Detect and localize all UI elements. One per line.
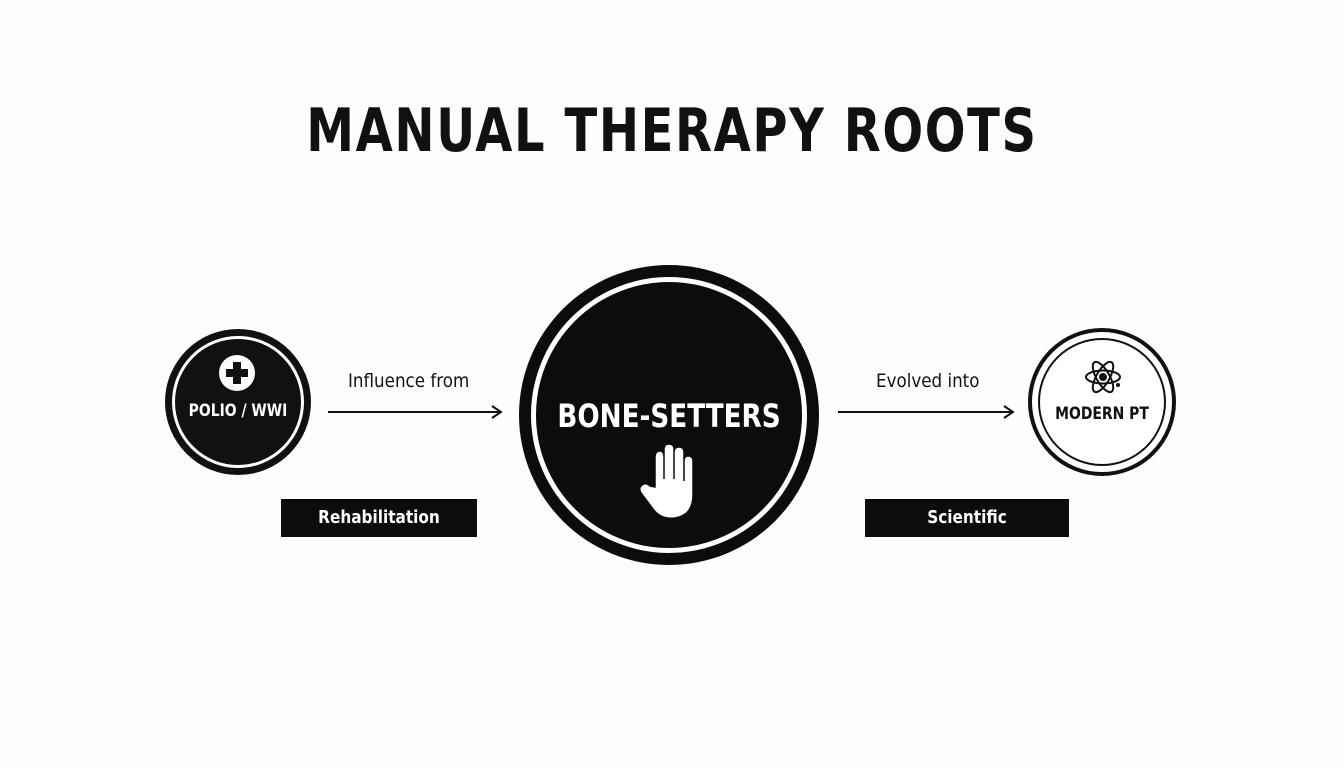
node-polio-wwi: POLIO / WWI bbox=[165, 329, 311, 475]
atom-icon bbox=[1085, 360, 1121, 394]
arrow-right-icon bbox=[328, 405, 503, 419]
node-bone-setters: BONE-SETTERS bbox=[519, 265, 819, 565]
arrow-right-icon bbox=[838, 405, 1015, 419]
edge-label-influence: Influence from bbox=[348, 370, 470, 392]
diagram-title: MANUAL THERAPY ROOTS bbox=[306, 96, 1038, 166]
medical-cross-icon bbox=[219, 355, 255, 391]
edge-label-evolved: Evolved into bbox=[876, 370, 980, 392]
node-ring bbox=[172, 336, 304, 468]
tag-rehabilitation-needs: Rehabilitation needs bbox=[281, 499, 477, 566]
tag-scientific-integration: Scientific integration bbox=[865, 499, 1069, 566]
node-modern-pt: MODERN PT bbox=[1028, 328, 1176, 476]
node-ring bbox=[531, 277, 807, 553]
node-label: MODERN PT bbox=[1055, 404, 1149, 424]
node-label: POLIO / WWI bbox=[188, 401, 288, 421]
node-label: BONE-SETTERS bbox=[557, 397, 781, 435]
node-ring bbox=[1038, 338, 1166, 466]
hand-icon bbox=[638, 443, 694, 520]
